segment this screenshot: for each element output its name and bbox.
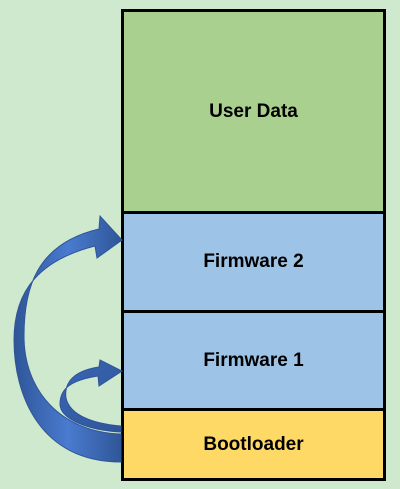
- firmware-2-block: Firmware 2: [124, 214, 383, 310]
- arrow-bootloader-to-firmware-1: [59, 359, 124, 433]
- firmware-1-block: Firmware 1: [124, 313, 383, 408]
- user-data-label: User Data: [209, 100, 298, 122]
- bootloader-label: Bootloader: [203, 433, 304, 455]
- firmware-1-label: Firmware 1: [203, 349, 304, 371]
- arrow-bootloader-to-firmware-2: [13, 214, 123, 463]
- bootloader-block: Bootloader: [124, 411, 383, 478]
- firmware-2-label: Firmware 2: [203, 251, 304, 272]
- memory-stack: User Data Firmware 2 Firmware 1 Bootload…: [121, 9, 386, 481]
- user-data-block: User Data: [124, 12, 383, 211]
